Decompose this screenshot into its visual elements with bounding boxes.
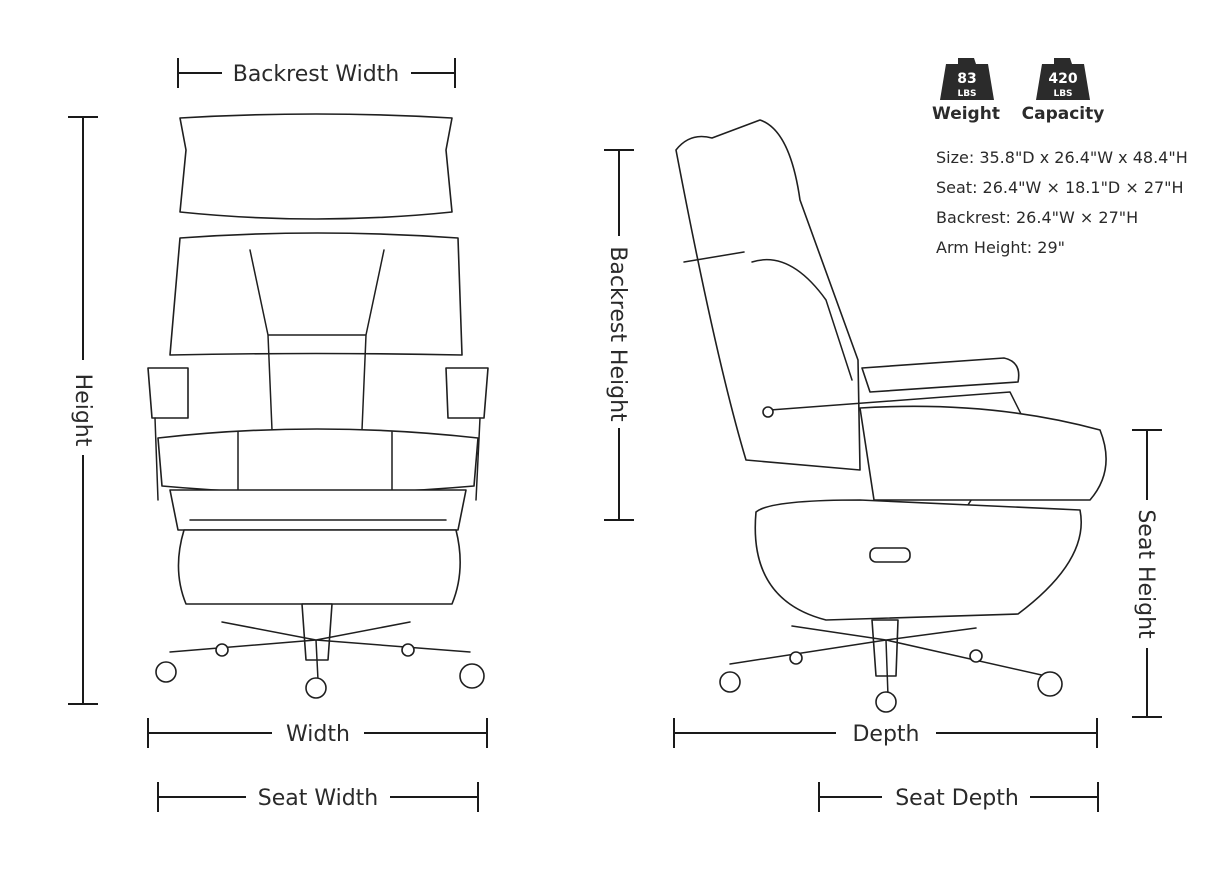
capacity-value: 420 (1048, 71, 1077, 87)
label-seat-width: Seat Width (258, 786, 379, 811)
dim-height: Height (68, 116, 98, 705)
dim-seat-depth: Seat Depth (818, 782, 1099, 812)
label-seat-depth: Seat Depth (895, 786, 1019, 811)
weight-label: Weight (932, 104, 1000, 124)
weight-unit: LBS (957, 89, 976, 99)
capacity-badge-icon: 420 LBS (1036, 58, 1090, 100)
dim-width: Width (147, 718, 488, 748)
label-height: Height (70, 374, 95, 447)
dim-backrest-height: Backrest Height (604, 149, 634, 521)
label-seat-height: Seat Height (1133, 509, 1158, 639)
label-depth: Depth (852, 722, 919, 747)
capacity-unit: LBS (1053, 89, 1072, 99)
spec-seat: Seat: 26.4"W × 18.1"D × 27"H (936, 178, 1184, 197)
capacity-label: Capacity (1021, 104, 1105, 124)
front-view-chair (147, 113, 489, 699)
dim-seat-width: Seat Width (157, 782, 479, 812)
dim-backrest-width: Backrest Width (177, 58, 456, 88)
label-width: Width (286, 722, 350, 747)
weight-badge-icon: 83 LBS (940, 58, 994, 100)
dim-seat-height: Seat Height (1132, 429, 1162, 718)
spec-backrest: Backrest: 26.4"W × 27"H (936, 208, 1139, 227)
weight-value: 83 (957, 71, 976, 87)
dim-depth: Depth (673, 718, 1098, 748)
spec-arm-height: Arm Height: 29" (936, 238, 1065, 257)
label-backrest-height: Backrest Height (605, 246, 630, 422)
spec-size: Size: 35.8"D x 26.4"W x 48.4"H (936, 148, 1188, 167)
label-backrest-width: Backrest Width (233, 62, 400, 87)
side-view-chair (675, 119, 1107, 713)
